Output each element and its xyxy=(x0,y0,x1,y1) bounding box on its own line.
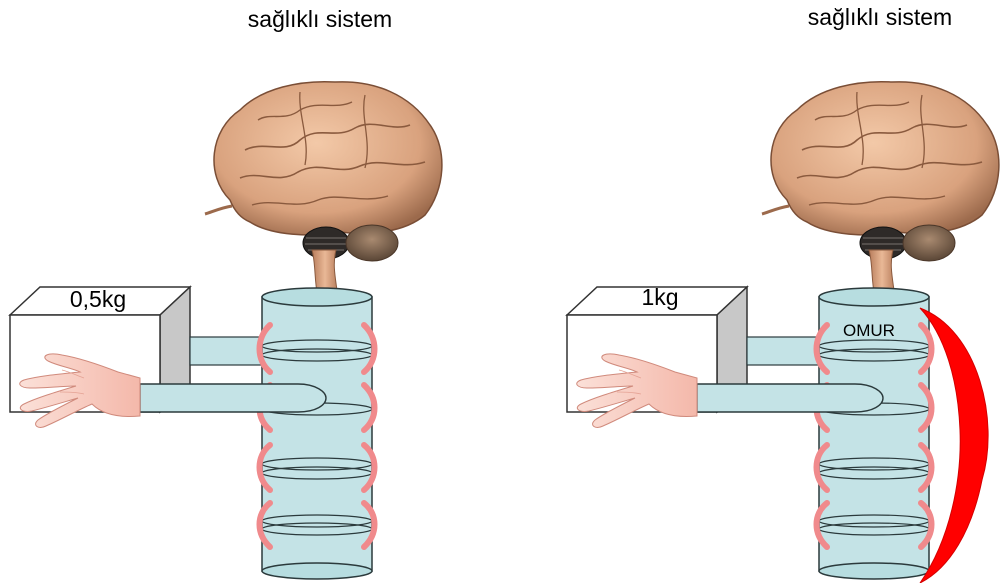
vertebra-label: OMUR xyxy=(843,321,895,340)
panel-right: sağlıklı sistem 1kg OMUR xyxy=(567,4,999,583)
panel-left-weight-label: 0,5kg xyxy=(70,286,126,312)
panel-left-caption: sağlıklı sistem xyxy=(248,6,392,32)
panel-left: sağlıklı sistem 0,5kg xyxy=(10,6,442,579)
panel-right-weight-label: 1kg xyxy=(641,284,678,310)
panel-right-caption: sağlıklı sistem xyxy=(808,4,952,30)
